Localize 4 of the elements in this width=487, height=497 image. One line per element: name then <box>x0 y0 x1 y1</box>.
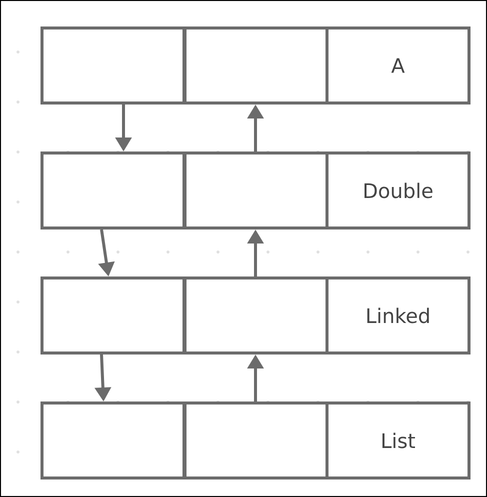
text-cell: Double <box>326 152 470 230</box>
text-cell: List <box>326 402 470 480</box>
text-cell: Linked <box>326 276 470 354</box>
text-cell: A <box>326 26 470 104</box>
